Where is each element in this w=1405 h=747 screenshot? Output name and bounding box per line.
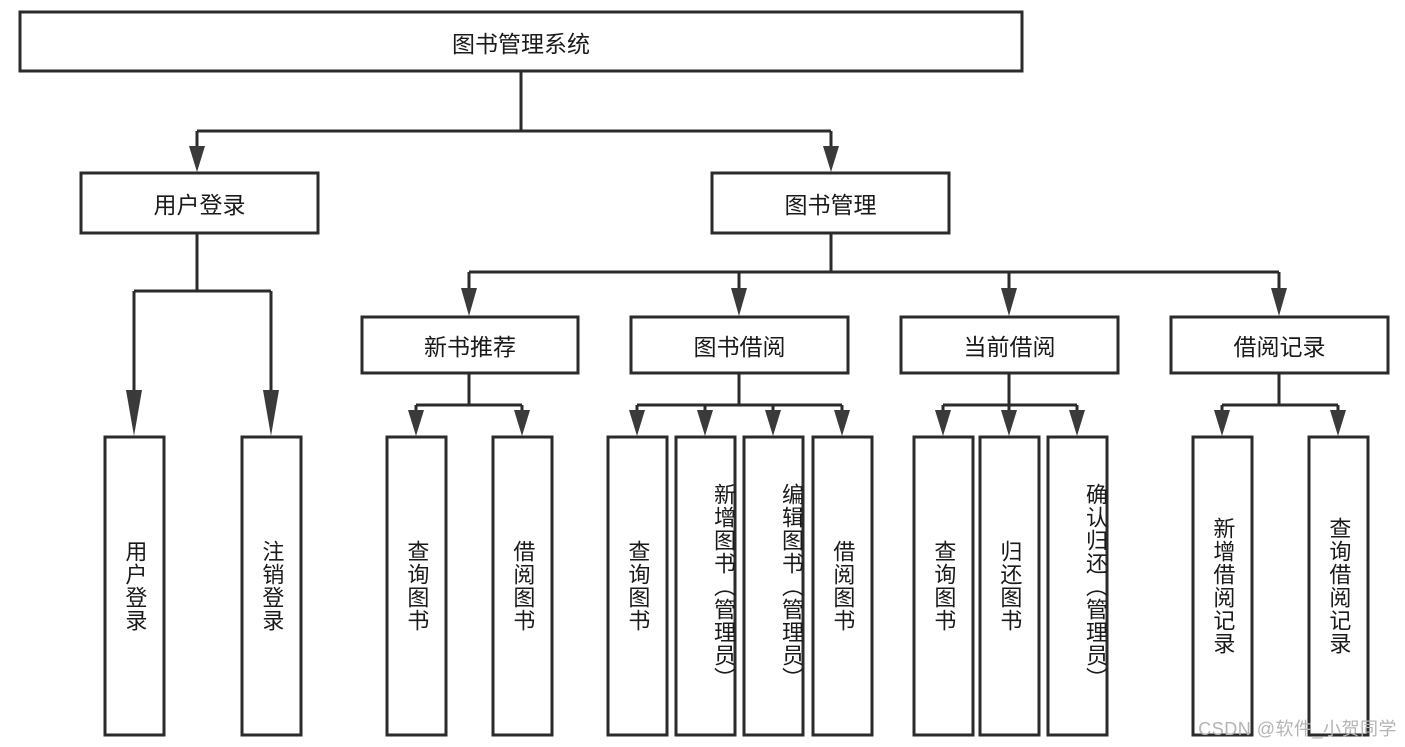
leaf-box-borrow-book-rec[interactable]: [491, 435, 554, 737]
leaf-box-logout[interactable]: [240, 435, 303, 737]
leaf-box-edit-book-admin[interactable]: [742, 435, 805, 737]
connectors-book-borrow-to-leaves: [629, 373, 850, 436]
node-current-borrow[interactable]: [899, 315, 1120, 375]
connectors-new-book-rec-to-leaves: [408, 373, 530, 436]
leaf-box-query-book-borrow[interactable]: [606, 435, 669, 737]
node-user-login[interactable]: [79, 171, 320, 235]
leaf-box-borrow-book[interactable]: [811, 435, 874, 737]
leaf-box-add-book-admin[interactable]: [674, 435, 737, 737]
leaf-box-return-book[interactable]: [978, 435, 1041, 737]
csdn-watermark: CSDN @软件_小贺同学: [1198, 719, 1397, 739]
node-book-borrow[interactable]: [629, 315, 850, 375]
connectors-current-borrow-to-leaves: [935, 373, 1085, 436]
leaf-box-query-borrow-record[interactable]: [1307, 435, 1370, 737]
leaf-box-add-borrow-record[interactable]: [1191, 435, 1254, 737]
connectors-book-manage-to-level3: [461, 233, 1287, 316]
node-root[interactable]: [18, 10, 1024, 73]
node-book-manage[interactable]: [710, 171, 951, 235]
connectors-user-login-to-leaves: [126, 233, 279, 436]
leaf-box-query-book-rec[interactable]: [385, 435, 448, 737]
node-new-book-recommend[interactable]: [360, 315, 580, 375]
connectors-root-to-level2: [189, 71, 839, 172]
leaf-box-confirm-return-admin[interactable]: [1046, 435, 1109, 737]
node-borrow-record[interactable]: [1169, 315, 1390, 375]
leaf-box-query-book-current[interactable]: [912, 435, 975, 737]
leaf-box-user-login[interactable]: [103, 435, 166, 737]
connectors-borrow-record-to-leaves: [1214, 373, 1346, 436]
